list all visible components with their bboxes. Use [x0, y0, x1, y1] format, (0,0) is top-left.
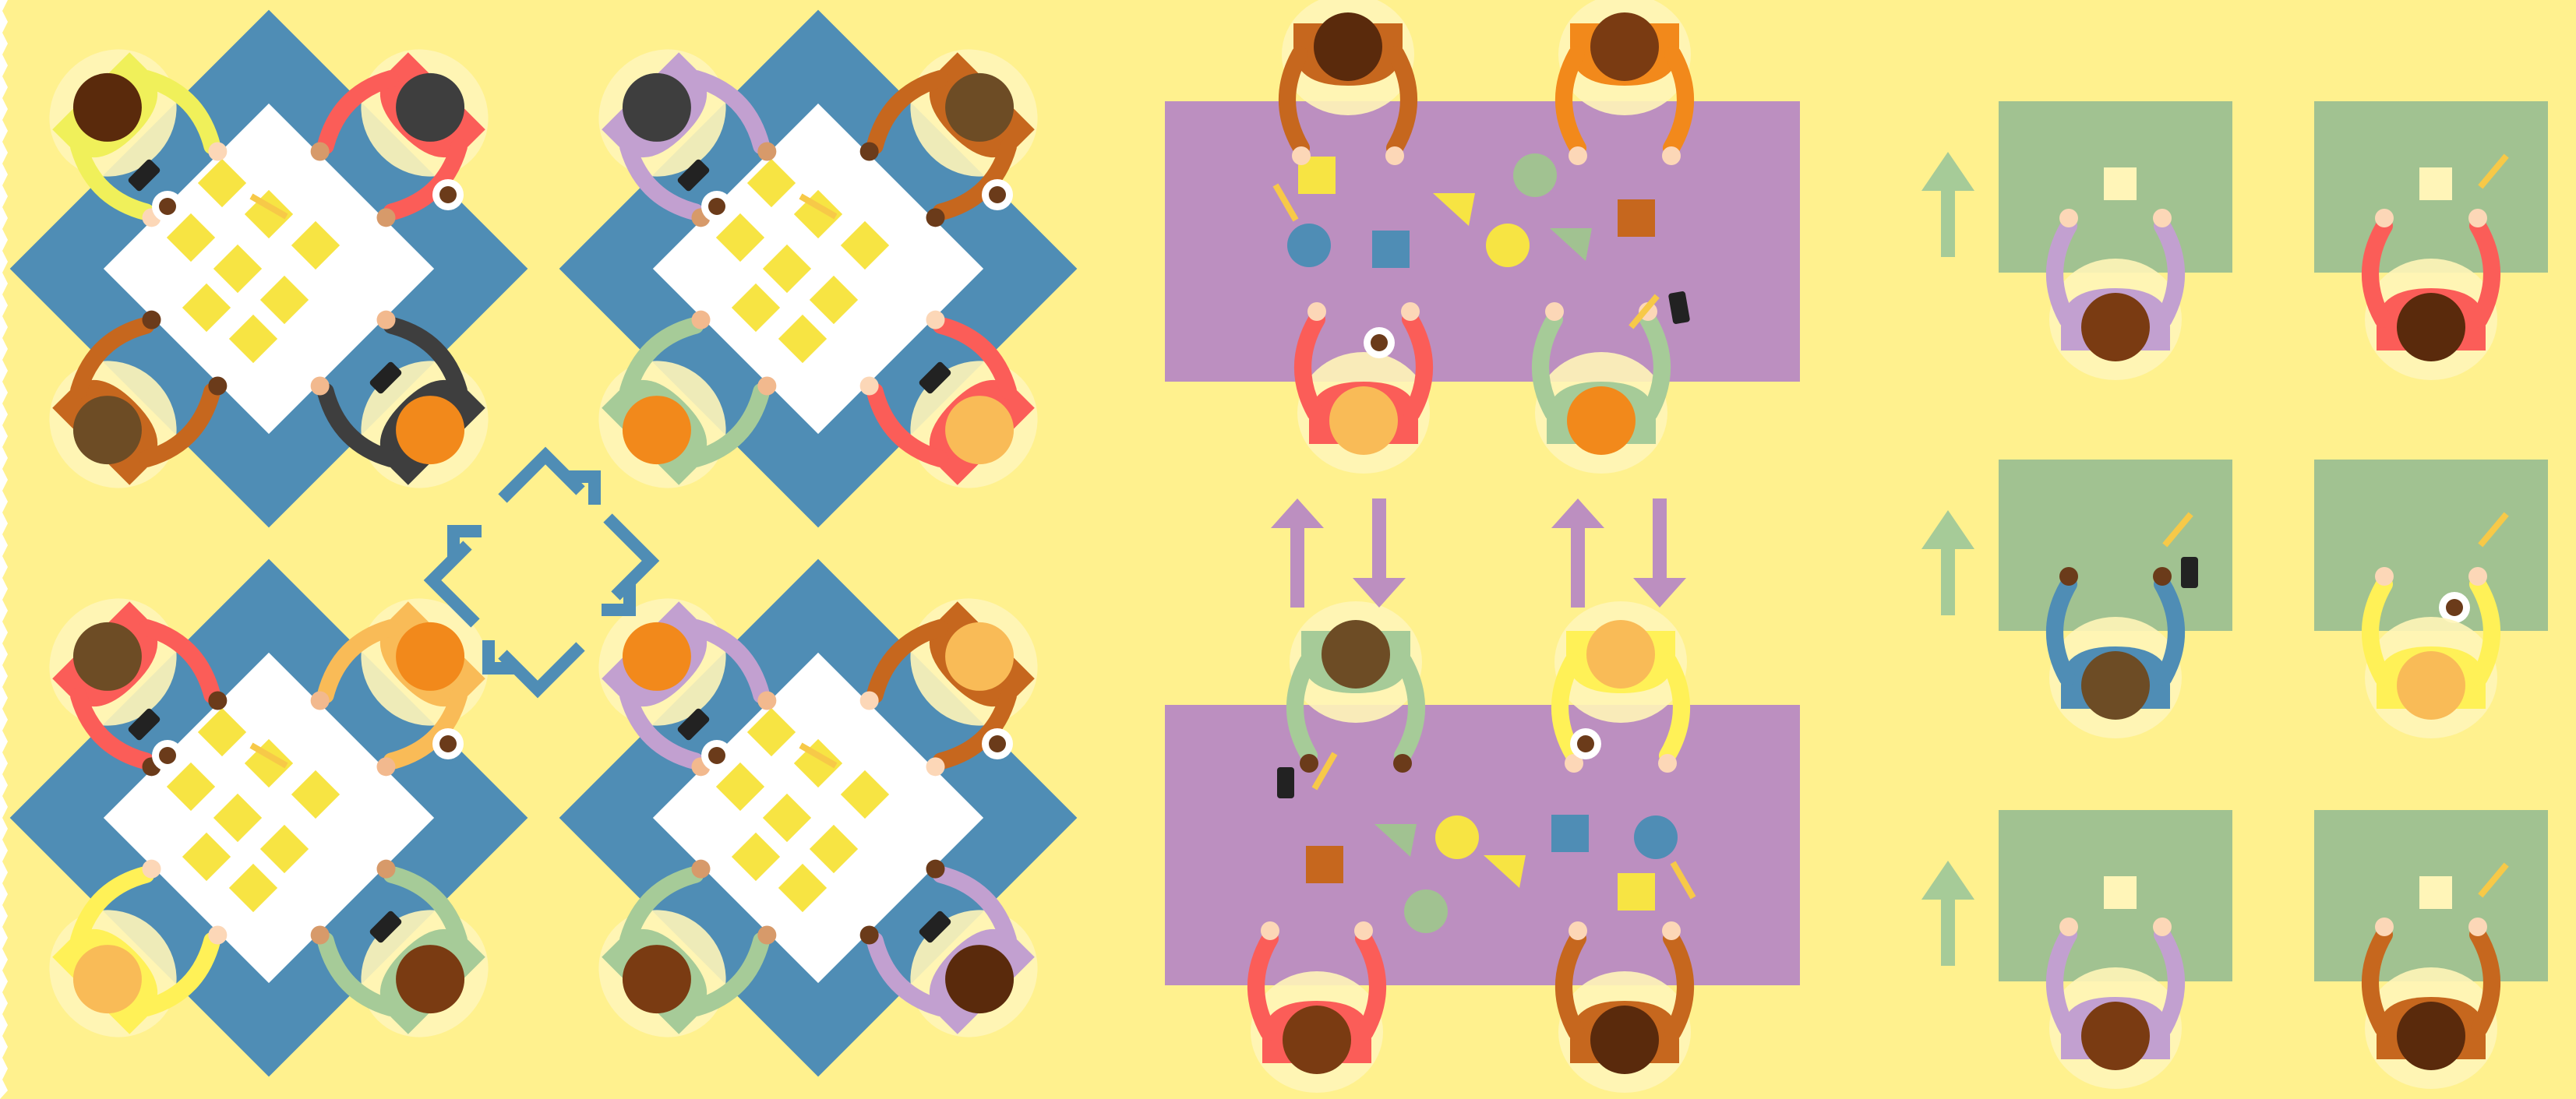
- right-hand: [2153, 209, 2172, 227]
- phone-icon: [1277, 767, 1294, 798]
- head: [1283, 1006, 1351, 1074]
- arrow-shaft: [1653, 498, 1667, 584]
- head: [1567, 386, 1636, 455]
- right-hand: [1292, 146, 1311, 165]
- head: [2397, 1002, 2465, 1070]
- circle-shape: [1287, 224, 1331, 267]
- square-shape: [1306, 846, 1343, 883]
- right-hand: [2468, 209, 2487, 227]
- head: [1590, 12, 1659, 81]
- head: [1590, 1006, 1659, 1074]
- square-table-group: [559, 559, 1078, 1077]
- left-hand: [2375, 209, 2394, 227]
- square-shape: [1618, 873, 1655, 911]
- left-hand: [1658, 754, 1677, 773]
- right-hand: [1300, 754, 1318, 773]
- square-table-group: [559, 10, 1078, 528]
- square-shape: [1618, 199, 1655, 237]
- head: [2081, 293, 2150, 361]
- rectangular-table-group: [1165, 101, 1800, 382]
- left-hand: [2059, 209, 2078, 227]
- circle-shape: [1513, 153, 1557, 197]
- desk: [1999, 460, 2232, 631]
- coffee: [1371, 334, 1388, 351]
- coffee: [989, 735, 1006, 752]
- head: [1322, 620, 1390, 689]
- circle-shape: [1404, 889, 1448, 933]
- head: [2397, 651, 2465, 720]
- square-table-group: [10, 559, 528, 1077]
- right-hand: [1662, 921, 1681, 940]
- note-card: [2104, 167, 2137, 200]
- arrow-shaft: [1571, 522, 1585, 608]
- coffee: [708, 747, 725, 764]
- coffee: [1577, 735, 1594, 752]
- coffee: [708, 198, 725, 215]
- note-card: [2419, 167, 2452, 200]
- right-hand: [1569, 146, 1587, 165]
- desk: [2314, 460, 2548, 631]
- circle-shape: [1486, 224, 1530, 267]
- circle-shape: [1435, 815, 1479, 859]
- right-hand: [1354, 921, 1373, 940]
- rectangular-table: [1165, 101, 1800, 382]
- arrow-shaft: [1290, 522, 1304, 608]
- coffee: [159, 747, 176, 764]
- coffee: [439, 735, 457, 752]
- right-hand: [2153, 567, 2172, 586]
- circle-shape: [1634, 815, 1678, 859]
- head: [2081, 651, 2150, 720]
- coffee: [159, 198, 176, 215]
- left-hand: [2375, 918, 2394, 936]
- left-hand: [2059, 918, 2078, 936]
- note-card: [2104, 876, 2137, 909]
- head: [1586, 620, 1655, 689]
- right-hand: [2468, 918, 2487, 936]
- left-hand: [1569, 921, 1587, 940]
- square-table-group: [10, 10, 528, 528]
- arrow-shaft: [1372, 498, 1386, 584]
- right-hand: [2153, 918, 2172, 936]
- coffee: [2446, 599, 2463, 616]
- left-hand: [1662, 146, 1681, 165]
- phone-icon: [2181, 557, 2198, 588]
- head: [1329, 386, 1398, 455]
- square-shape: [1372, 231, 1410, 268]
- head: [1314, 12, 1382, 81]
- right-hand: [2468, 567, 2487, 586]
- left-hand: [1307, 302, 1326, 321]
- left-hand: [1385, 146, 1404, 165]
- right-hand: [1401, 302, 1420, 321]
- coffee: [989, 186, 1006, 203]
- left-hand: [1261, 921, 1279, 940]
- head: [2081, 1002, 2150, 1070]
- left-hand: [2375, 567, 2394, 586]
- left-hand: [1393, 754, 1412, 773]
- coffee: [439, 186, 457, 203]
- left-hand: [2059, 567, 2078, 586]
- note-card: [2419, 876, 2452, 909]
- left-hand: [1545, 302, 1564, 321]
- square-shape: [1551, 815, 1589, 852]
- head: [2397, 293, 2465, 361]
